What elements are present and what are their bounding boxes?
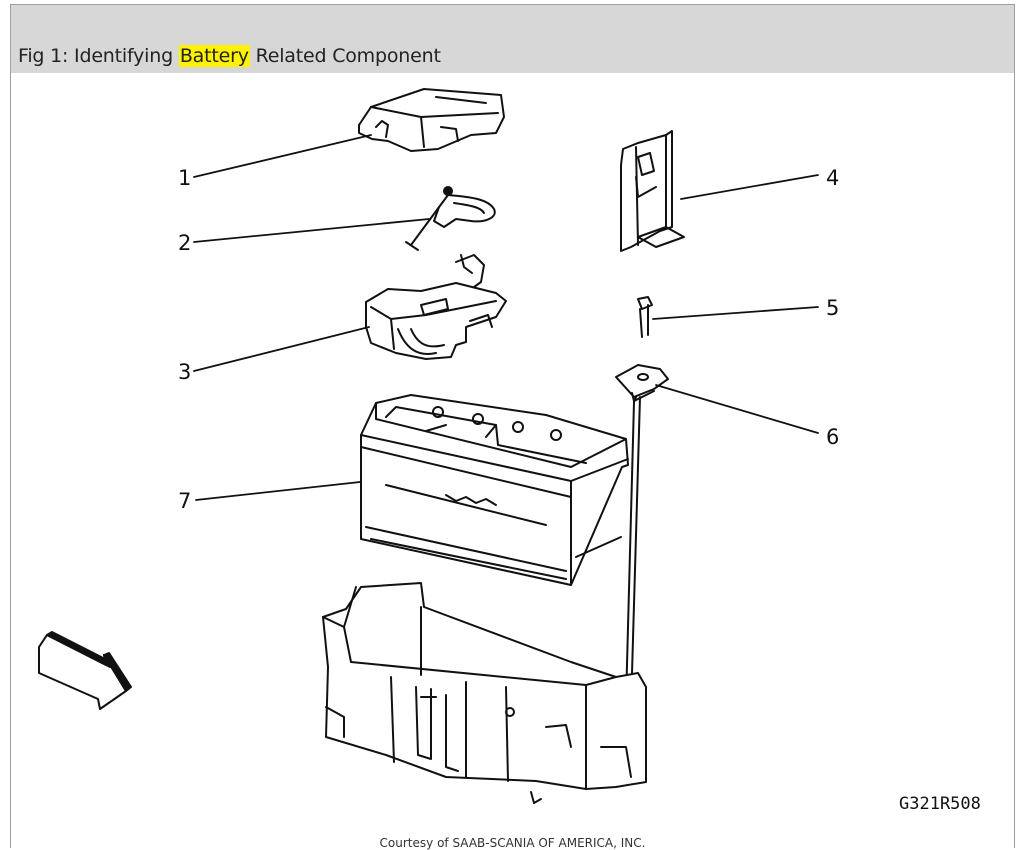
arrow-shading-tip [103, 652, 132, 692]
callout-5: 5 [826, 296, 839, 320]
caption-highlight: Battery [178, 45, 250, 67]
callout-7: 7 [178, 489, 191, 513]
battery-part [360, 394, 629, 586]
figure-caption: Fig 1: Identifying Battery Related Compo… [18, 45, 441, 67]
front-direction-arrow [38, 634, 127, 710]
battery-diagram: 1 2 3 4 5 6 7 [26, 87, 1000, 813]
hold-down-bracket-part [620, 130, 685, 252]
courtesy-credit: Courtesy of SAAB-SCANIA OF AMERICA, INC. [379, 836, 646, 850]
terminal-clamp-part [405, 186, 496, 251]
battery-tray-part [322, 582, 647, 804]
callout-2: 2 [178, 231, 191, 255]
battery-cover-part [358, 88, 505, 152]
callout-1: 1 [178, 166, 191, 190]
callout-6: 6 [826, 425, 839, 449]
caption-suffix: Related Component [249, 45, 441, 67]
document-frame: Fig 1: Identifying Battery Related Compo… [10, 4, 1015, 850]
caption-bar: Fig 1: Identifying Battery Related Compo… [11, 5, 1014, 73]
figure-identifier: G321R508 [899, 794, 981, 814]
bolt-part [637, 296, 653, 338]
leader-lines [193, 134, 819, 501]
fuse-box-part [365, 254, 507, 360]
callout-4: 4 [826, 166, 839, 190]
caption-prefix: Fig 1: Identifying [18, 45, 179, 67]
callout-3: 3 [178, 360, 191, 384]
